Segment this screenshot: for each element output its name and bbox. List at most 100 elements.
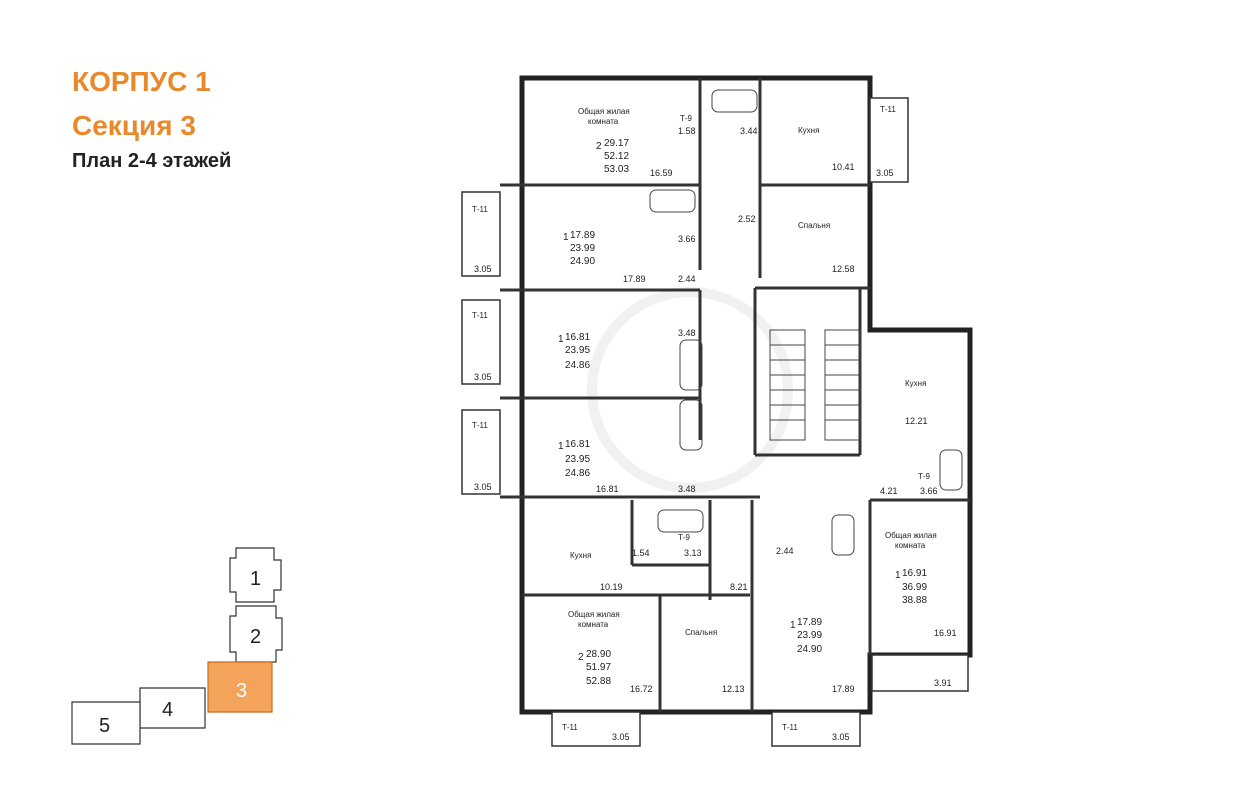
room-area: 16.59 xyxy=(650,168,673,178)
balcony xyxy=(461,191,501,277)
watermark-logo xyxy=(587,287,793,493)
tag: Т-11 xyxy=(472,205,488,214)
apt-rooms: 1 xyxy=(895,570,901,581)
room-area: 12.13 xyxy=(722,684,745,694)
apt-living: 28.90 xyxy=(586,649,611,660)
tag: Т-11 xyxy=(472,421,488,430)
apt-rooms: 1 xyxy=(790,620,796,631)
section-label-5: 5 xyxy=(99,715,110,737)
apt-rooms: 1 xyxy=(558,334,564,345)
apt-full: 24.90 xyxy=(797,644,822,655)
room-label: Спальня xyxy=(798,221,830,230)
room-label: Общая жилая xyxy=(885,531,937,540)
apt-living: 16.81 xyxy=(565,332,590,343)
room-area: 17.89 xyxy=(623,274,646,284)
room-label: комната xyxy=(895,541,926,550)
room-area: 3.05 xyxy=(474,264,492,274)
room-area: 3.48 xyxy=(678,484,696,494)
balcony xyxy=(771,711,861,747)
room-area: 3.48 xyxy=(678,328,696,338)
room-label: Общая жилая xyxy=(578,107,630,116)
balcony xyxy=(871,654,969,692)
apt-full: 52.88 xyxy=(586,676,611,687)
section-label-1: 1 xyxy=(250,568,261,590)
room-area: 2.44 xyxy=(776,546,794,556)
site-map: 1 2 3 4 5 xyxy=(71,547,283,745)
apt-full: 38.88 xyxy=(902,595,927,606)
room-area: 4.21 xyxy=(880,486,898,496)
balcony xyxy=(869,97,909,183)
apt-rooms: 1 xyxy=(563,232,569,243)
room-area: 1.54 xyxy=(632,548,650,558)
room-area: 10.19 xyxy=(600,582,623,592)
apt-living: 17.89 xyxy=(797,617,822,628)
tag: Т-9 xyxy=(678,533,691,542)
section-label-2: 2 xyxy=(250,626,261,648)
apt-total: 23.95 xyxy=(565,345,590,356)
room-area: 17.89 xyxy=(832,684,855,694)
room-area: 3.44 xyxy=(740,126,758,136)
room-area: 12.58 xyxy=(832,264,855,274)
room-area: 10.41 xyxy=(832,162,855,172)
room-area: 12.21 xyxy=(905,416,928,426)
tag: Т-9 xyxy=(680,114,693,123)
room-area: 3.66 xyxy=(920,486,938,496)
room-label: комната xyxy=(578,620,609,629)
apt-total: 36.99 xyxy=(902,582,927,593)
apt-rooms: 1 xyxy=(558,441,564,452)
apt-total: 51.97 xyxy=(586,662,611,673)
balcony xyxy=(461,409,501,495)
room-area: 3.66 xyxy=(678,234,696,244)
room-area: 2.52 xyxy=(738,214,756,224)
apt-rooms: 2 xyxy=(578,652,584,663)
building-title: КОРПУС 1 xyxy=(72,66,211,97)
room-label: Общая жилая xyxy=(568,610,620,619)
apt-living: 29.17 xyxy=(604,138,629,149)
room-area: 3.05 xyxy=(474,482,492,492)
room-area: 3.05 xyxy=(612,732,630,742)
balcony xyxy=(461,299,501,385)
room-area: 16.81 xyxy=(596,484,619,494)
apt-total: 23.99 xyxy=(797,630,822,641)
room-area: 8.21 xyxy=(730,582,748,592)
room-label: Спальня xyxy=(685,628,717,637)
tag: Т-9 xyxy=(918,472,931,481)
floor-plan-title: План 2-4 этажей xyxy=(72,150,232,172)
apt-full: 24.90 xyxy=(570,256,595,267)
section-label-3: 3 xyxy=(236,680,247,702)
section-block-5[interactable] xyxy=(71,701,141,745)
section-block-3-active[interactable] xyxy=(207,661,273,713)
room-area: 3.05 xyxy=(876,168,894,178)
section-block-1[interactable] xyxy=(229,547,282,603)
balcony xyxy=(551,711,641,747)
apt-total: 23.99 xyxy=(570,243,595,254)
room-area: 1.58 xyxy=(678,126,696,136)
room-label: Кухня xyxy=(905,379,926,388)
section-block-2[interactable] xyxy=(229,605,283,663)
room-area: 3.05 xyxy=(474,372,492,382)
room-area: 2.44 xyxy=(678,274,696,284)
staircase xyxy=(769,329,861,441)
section-label-4: 4 xyxy=(162,699,173,721)
room-label: комната xyxy=(588,117,619,126)
apt-total: 23.95 xyxy=(565,454,590,465)
tag: Т-11 xyxy=(880,105,896,114)
apt-living: 17.89 xyxy=(570,230,595,241)
tag: Т-11 xyxy=(562,723,578,732)
apt-full: 24.86 xyxy=(565,360,590,371)
apt-living: 16.81 xyxy=(565,439,590,450)
room-area: 16.72 xyxy=(630,684,653,694)
apt-full: 24.86 xyxy=(565,468,590,479)
room-area: 16.91 xyxy=(934,628,957,638)
apt-total: 52.12 xyxy=(604,151,629,162)
room-label: Кухня xyxy=(570,551,591,560)
section-title: Секция 3 xyxy=(72,110,196,141)
apt-full: 53.03 xyxy=(604,164,629,175)
tag: Т-11 xyxy=(782,723,798,732)
room-area: 3.91 xyxy=(934,678,952,688)
apt-living: 16.91 xyxy=(902,568,927,579)
room-label: Кухня xyxy=(798,126,819,135)
room-area: 3.13 xyxy=(684,548,702,558)
room-area: 3.05 xyxy=(832,732,850,742)
tag: Т-11 xyxy=(472,311,488,320)
